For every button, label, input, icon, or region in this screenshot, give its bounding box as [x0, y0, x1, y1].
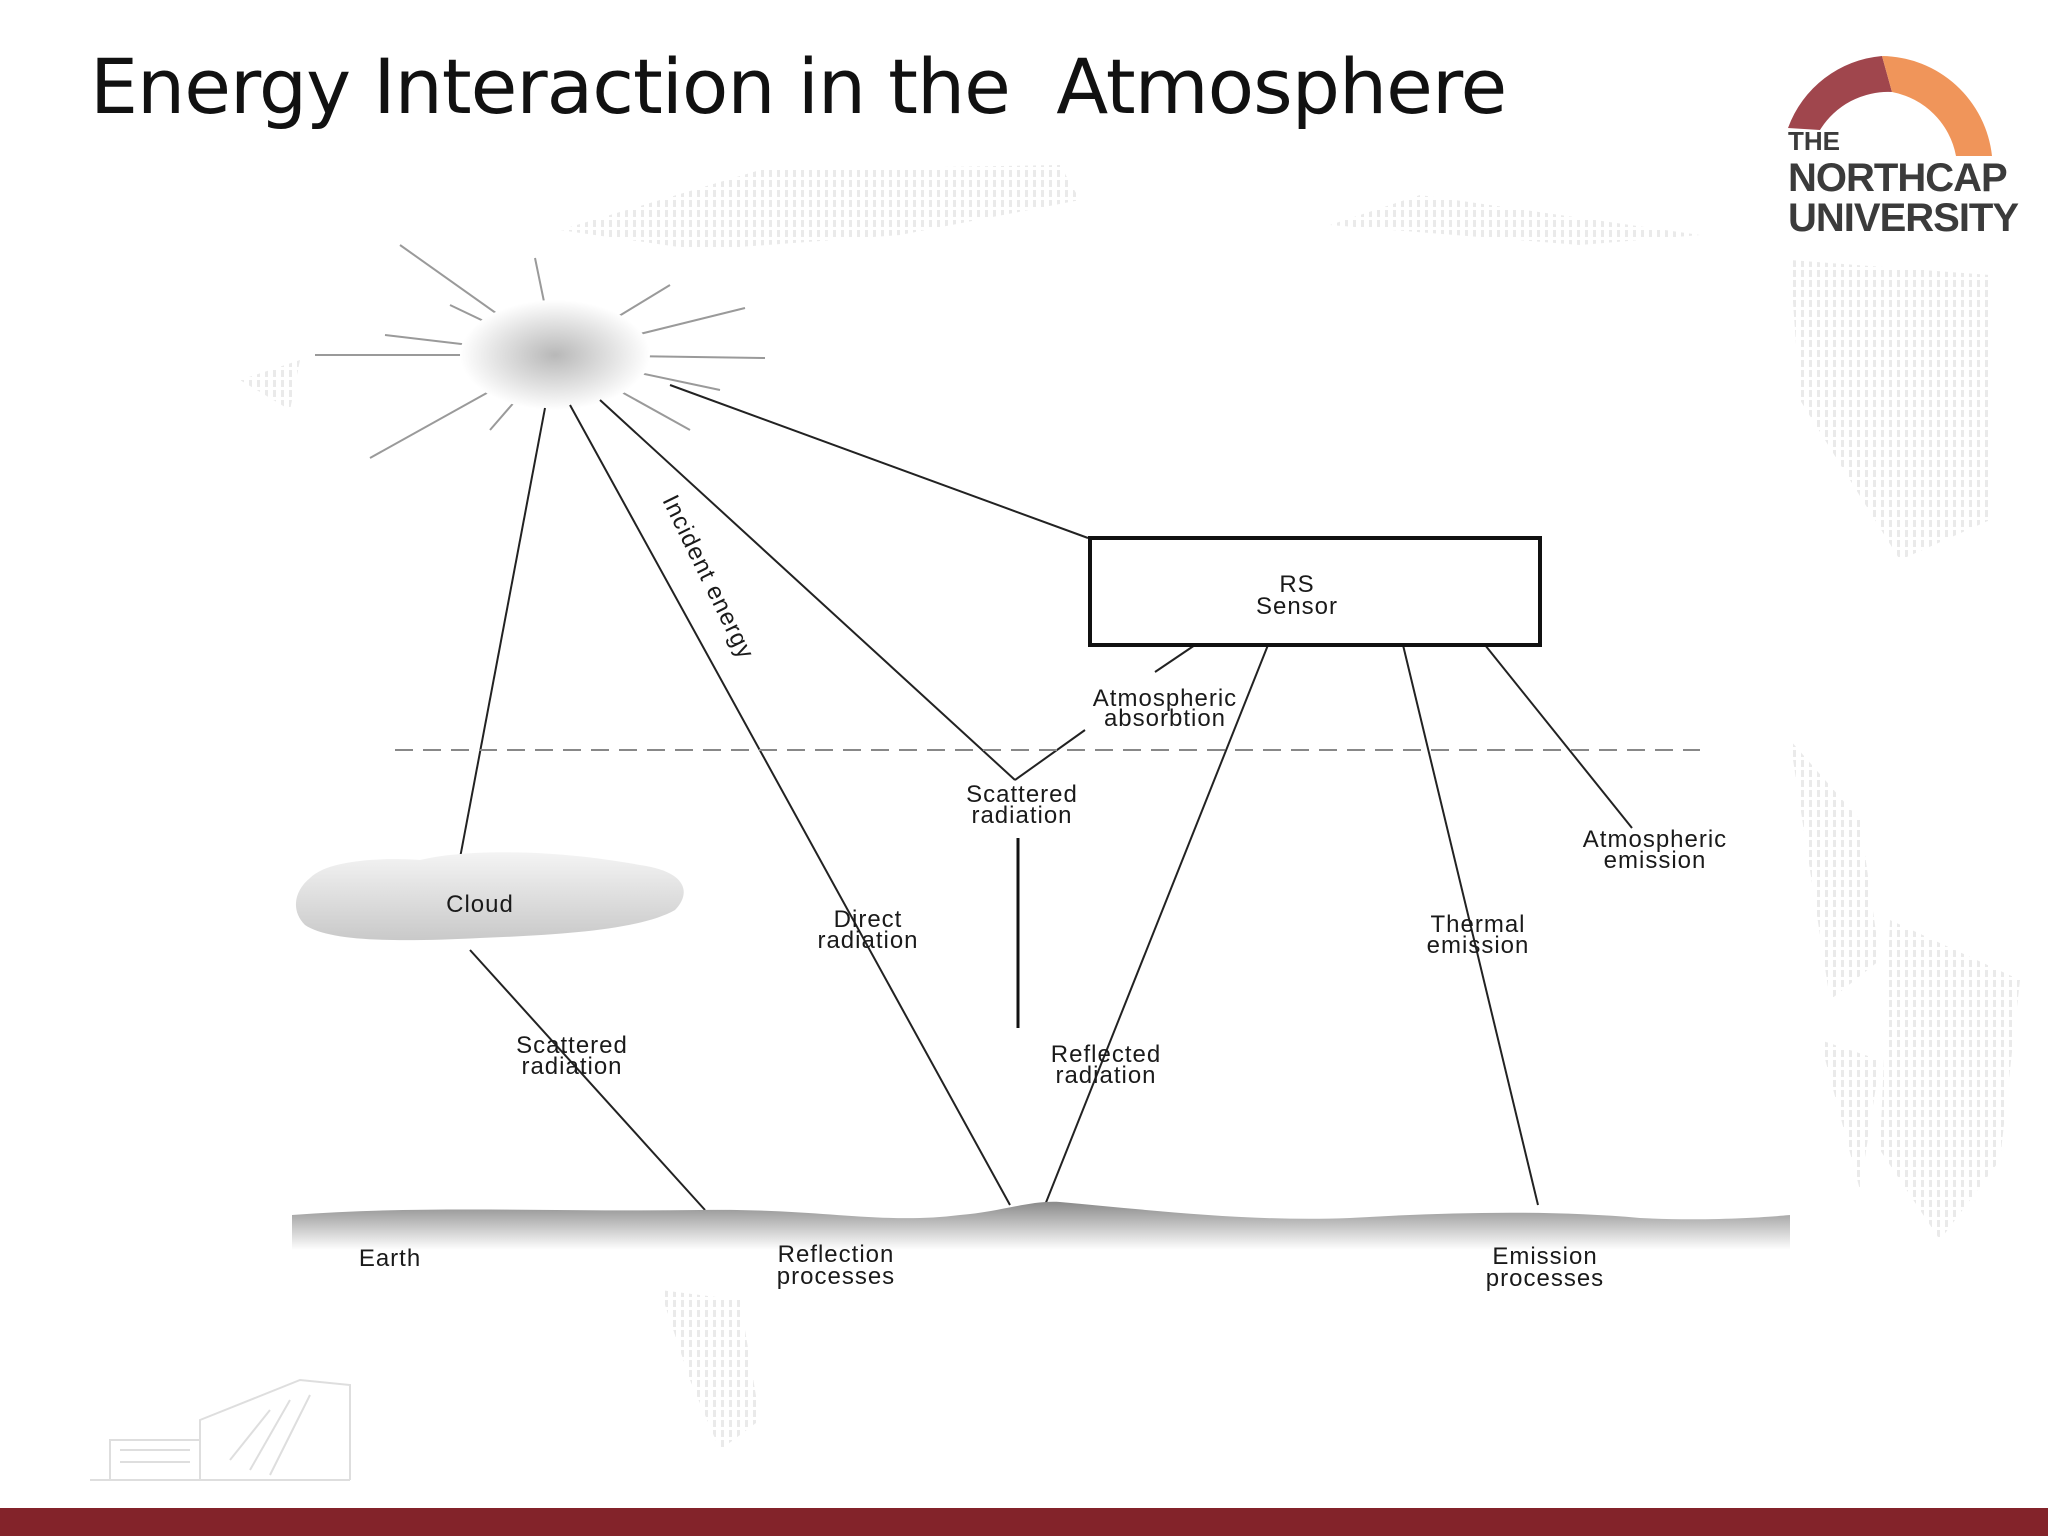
atm-emission-label-line1: Atmospheric	[1583, 826, 1727, 853]
reflected-radiation-label-line2: radiation	[1055, 1062, 1156, 1089]
ray-thermal-emission	[1402, 644, 1539, 1206]
sensor-label-line2: Sensor	[1256, 593, 1338, 620]
emission-processes-label-line2: processes	[1486, 1265, 1604, 1292]
reflection-processes-label-line2: processes	[777, 1263, 895, 1290]
direct-radiation-label-line1: Direct	[834, 906, 903, 933]
ray-sun-to-sensor	[669, 384, 1089, 539]
atm-emission-label-line2: emission	[1604, 847, 1707, 874]
ray-reflected-to-sensor	[1044, 644, 1269, 1206]
building-sketch-watermark	[90, 1378, 351, 1481]
university-logo	[1788, 56, 1992, 156]
ray-sun-to-cloud	[459, 407, 546, 859]
direct-radiation-label-line2: radiation	[817, 927, 918, 954]
logo-arc-dark	[1788, 56, 1892, 130]
logo-arc-orange	[1882, 56, 1992, 156]
logo-text-northcap: NORTHCAP	[1788, 156, 2008, 200]
ray-cloud-to-earth	[469, 949, 706, 1211]
earth-surface	[292, 1201, 1790, 1250]
logo-text-the: THE	[1788, 126, 1840, 156]
reflected-radiation-label-line1: Reflected	[1051, 1041, 1161, 1068]
emission-processes-label-line1: Emission	[1492, 1243, 1597, 1270]
sensor-label-line1: RS	[1279, 571, 1314, 598]
thermal-emission-label-line2: emission	[1427, 932, 1530, 959]
slide-title: Energy Interaction in the Atmosphere	[90, 42, 1507, 131]
earth-label: Earth	[359, 1245, 421, 1272]
ray-incident-scattered	[599, 399, 1016, 781]
incident-energy-label: Incident energy	[657, 491, 760, 664]
scattered-top-label-line2: radiation	[971, 802, 1072, 829]
ray-scattered-to-absorption	[1014, 729, 1086, 781]
thermal-emission-label-line1: Thermal	[1430, 911, 1525, 938]
logo-text-university: UNIVERSITY	[1788, 196, 2019, 240]
cloud-shape	[295, 852, 684, 941]
footer-bar	[0, 1508, 2048, 1536]
ray-atmospheric-emission	[1484, 644, 1633, 829]
cloud-label: Cloud	[446, 891, 514, 918]
scattered-bottom-label-line1: Scattered	[516, 1032, 628, 1059]
sun-icon	[315, 244, 766, 459]
ray-sensor-to-absorption	[1154, 644, 1196, 673]
ray-direct-radiation	[569, 404, 1011, 1206]
scattered-bottom-label-line2: radiation	[521, 1053, 622, 1080]
rs-sensor-box	[1088, 536, 1542, 647]
reflection-processes-label-line1: Reflection	[778, 1241, 895, 1268]
atm-absorption-label-line1: Atmospheric	[1093, 685, 1237, 712]
scattered-top-label-line1: Scattered	[966, 781, 1078, 808]
atm-absorption-label-line2: absorbtion	[1104, 705, 1226, 732]
